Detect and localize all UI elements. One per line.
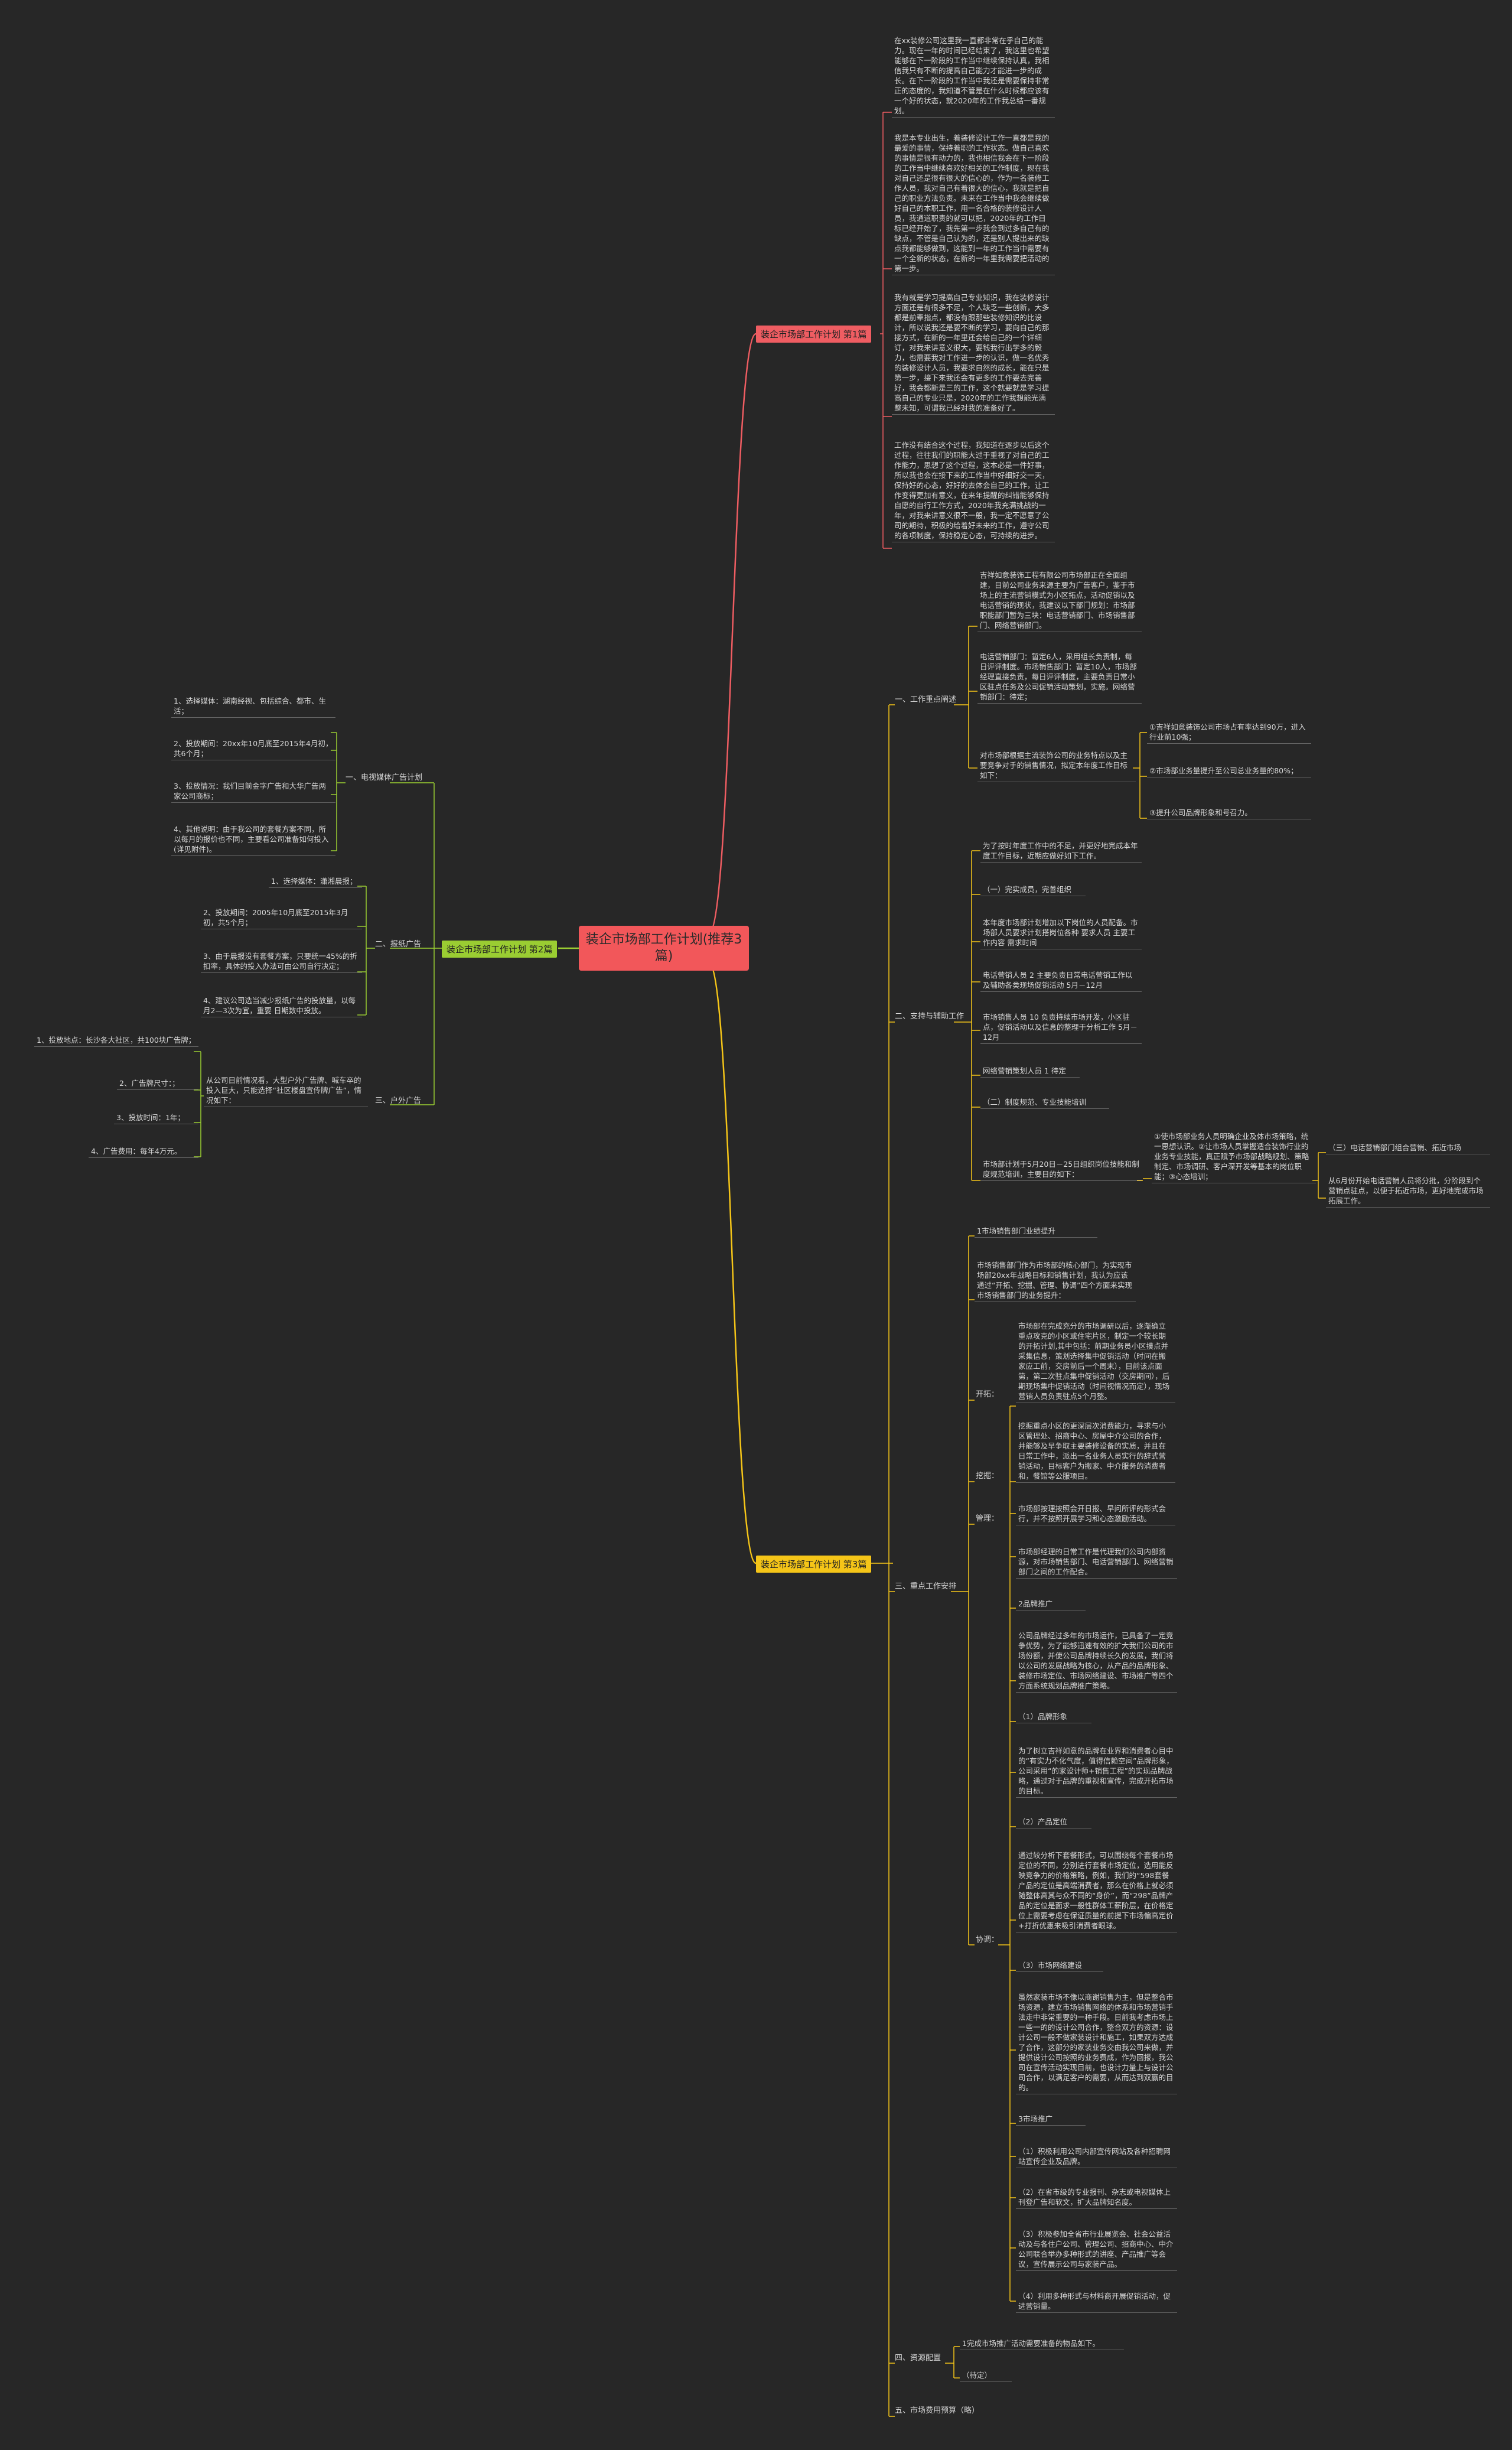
b3-s4-item-2: （待定） xyxy=(960,2370,1012,2382)
b3-s2-label[interactable]: 二、支持与辅助工作 xyxy=(895,1012,964,1021)
b3-k2-text: 挖掘重点小区的更深层次消费能力，寻求与小区管理处、招商中心、房屋中介公司的合作，… xyxy=(1016,1421,1175,1483)
b3-s2a: （一）完实成员，完善组织 xyxy=(980,884,1086,896)
b3-s1c-item-1: ①吉祥如意装饰公司市场占有率达到90万，进入行业前10强； xyxy=(1147,722,1311,744)
b3-s1b: 电话营销部门：暂定6人，采用组长负责制，每日评评制度。市场销售部门：暂定10人，… xyxy=(977,652,1142,704)
root-to-branch-3 xyxy=(708,962,757,1564)
root-to-branch-1 xyxy=(708,333,757,935)
b3-k4a: 市场部经理的日常工作是代理我们公司内部资源，对市场销售部门、电话营销部门、网络营… xyxy=(1016,1547,1177,1579)
b2-s3-item-4: 4、广告费用：每年4万元。 xyxy=(89,1146,198,1158)
b2-s1-item-3: 3、投放情况：我们目前金字广告和大华广告两家公司商标； xyxy=(171,781,335,803)
b2-s1-item-4: 4、其他说明：由于我公司的套餐方案不同，所以每月的报价也不同，主要看公司准备如何… xyxy=(171,824,335,856)
b3-s4-item-1: 1完成市场推广活动需要准备的物品如下。 xyxy=(960,2338,1124,2350)
b2-s1-item-2: 2、投放期间：20xx年10月底至2015年4月初，共6个月； xyxy=(171,738,335,760)
b3-s2d-sub: 从6月份开始电话营销人员将分批，分阶段到个营销点驻点，以便于拓近市场，更好地完成… xyxy=(1326,1176,1490,1208)
b2-s2-item-3: 3、由于晨报没有套餐方案，只要统一45%的折扣率，具体的投入办法可由公司自行决定… xyxy=(201,951,362,973)
b2-s2-item-4: 4、建议公司选当减少报纸广告的投放量，以每月2—3次为宜，重要 日期数中投放。 xyxy=(201,995,362,1017)
b1-para-1: 在xx装修公司这里我一直都非常在乎自己的能力。现在一年的时间已经结束了，我这里也… xyxy=(892,35,1055,118)
b2-s3-item-2: 2、广告牌尺寸：； xyxy=(117,1078,198,1090)
b3-s2b: （二）制度规范、专业技能培训 xyxy=(980,1097,1109,1109)
b3-s2-intro: 为了按时年度工作中的不足，并更好地完成本年度工作目标，近期应做好如下工作。 xyxy=(980,841,1142,863)
branch-1-title[interactable]: 装企市场部工作计划 第1篇 xyxy=(756,326,872,343)
b1-para-2: 我是本专业出生，着装修设计工作一直都是我的最爱的事情，保持着职的工作状态。做自己… xyxy=(892,133,1055,275)
b3-s4-label[interactable]: 四、资源配置 xyxy=(895,2354,941,2363)
b3-k4j: 3市场推广 xyxy=(1016,2114,1086,2126)
b3-k1-label[interactable]: 开拓： xyxy=(976,1390,999,1399)
b3-s2-item-2: 电话营销人员 2 主要负责日常电话营销工作以及辅助各类现场促销活动 5月－12月 xyxy=(980,970,1142,992)
b2-s3-intro: 从公司目前情况看，大型户外广告牌、喊车卒的投入巨大，只能选择“社区楼盘宣传牌广告… xyxy=(204,1075,368,1107)
b3-k4c: 公司品牌经过多年的市场运作，已具备了一定竞争优势，为了能够迅速有效的扩大我们公司… xyxy=(1016,1631,1177,1693)
b2-s2-item-2: 2、投放期间：2005年10月底至2015年3月初，共5个月； xyxy=(201,907,362,929)
b2-s3-item-1: 1、投放地点：长沙各大社区，共100块广告牌； xyxy=(34,1035,198,1047)
b2-s2-label[interactable]: 二、报纸广告 xyxy=(375,940,422,949)
branch-3-title[interactable]: 装企市场部工作计划 第3篇 xyxy=(756,1556,872,1573)
b3-s3a-intro: 市场销售部门作为市场部的核心部门，为实现市场部20xx年战略目标和销售计划，我认… xyxy=(975,1260,1136,1302)
b3-k4f: （2）产品定位 xyxy=(1016,1817,1091,1828)
b3-s2-item-4: 网络营销策划人员 1 待定 xyxy=(980,1066,1080,1078)
b3-s1c-item-2: ②市场部业务量提升至公司总业务量的80%； xyxy=(1147,766,1311,777)
b2-s2-item-1: 1、选择媒体：潇湘晨报； xyxy=(269,876,362,888)
b3-k4-label[interactable]: 协调： xyxy=(976,1935,999,1944)
b3-k4-item-2: （2）在省市级的专业报刊、杂志或电视媒体上刊登广告和软文，扩大品牌知名度。 xyxy=(1016,2187,1177,2209)
b3-s5-label[interactable]: 五、市场费用预算（略） xyxy=(895,2406,980,2415)
b3-k4-item-3: （3）积极参加全省市行业展览会、社会公益活动及与各住户公司、管理公司、招商中心、… xyxy=(1016,2229,1177,2271)
b3-s2d: （三）电话营销部门组合营销、拓近市场 xyxy=(1326,1143,1490,1154)
b3-s3a: 1市场销售部门业绩提升 xyxy=(975,1226,1097,1238)
b3-k3-label[interactable]: 管理： xyxy=(976,1514,999,1523)
b3-k4g: 通过较分析下套餐形式，可以围绕每个套餐市场定位的不同，分别进行套餐市场定位，选用… xyxy=(1016,1850,1177,1932)
b3-k1-text: 市场部在完成充分的市场调研以后，逐渐确立重点攻克的小区或住宅片区，制定一个较长期… xyxy=(1016,1321,1175,1403)
b3-s2-item-3: 市场销售人员 10 负责持续市场开发，小区驻点，促销活动以及信息的整理于分析工作… xyxy=(980,1012,1142,1044)
b3-k4e: 为了树立吉祥如意的品牌在业界和消费者心目中的“有实力不化气度，值得信赖空间”品牌… xyxy=(1016,1746,1177,1798)
b3-k4-item-1: （1）积极利用公司内部宣传网站及各种招聘网站宣传企业及品牌。 xyxy=(1016,2146,1177,2168)
b3-s2c: 市场部计划于5月20日－25日组织岗位技能和制度规范培训，主要目的如下： xyxy=(980,1159,1142,1181)
branch-2-title[interactable]: 装企市场部工作计划 第2篇 xyxy=(442,941,558,958)
b3-s1-label[interactable]: 一、工作重点阐述 xyxy=(895,695,957,704)
b3-s1a: 吉祥如意装饰工程有限公司市场部正在全面组建，目前公司业务来源主要为广告客户，鉴于… xyxy=(977,570,1142,632)
b2-s3-label[interactable]: 三、户外广告 xyxy=(375,1097,422,1105)
b3-s3-label[interactable]: 三、重点工作安排 xyxy=(895,1582,957,1591)
b3-s1c: 对市场部根据主流装饰公司的业务特点以及主要竞争对手的销售情况，拟定本年度工作目标… xyxy=(977,750,1136,782)
b3-k4b: 2品牌推广 xyxy=(1016,1599,1086,1610)
b3-k4i: 虽然家装市场不像以商谢销售为主，但是整合市场资源，建立市场销售网络的体系和市场营… xyxy=(1016,1992,1177,2094)
b2-s3-item-3: 3、投放时间：1年； xyxy=(114,1112,198,1124)
b3-s2-item-1: 本年度市场部计划增加以下岗位的人员配备。市场部人员要求计划搭岗位各种 要求人员 … xyxy=(980,917,1142,949)
b3-k3-text: 市场部按理按照会开日报、早问所评的形式会行，并不按照开展学习和心态激励活动。 xyxy=(1016,1504,1175,1525)
root-topic[interactable]: 装企市场部工作计划(推荐3篇) xyxy=(579,926,749,971)
b3-k4h: （3）市场网络建设 xyxy=(1016,1960,1103,1972)
b2-s1-item-1: 1、选择媒体：湖南经视、包括综合、都市、生活； xyxy=(171,696,335,718)
b3-s2c-sub: ①使市场部业务人员明确企业及体市场策略，统一思想认识。②让市场人员掌握适合装饰行… xyxy=(1152,1131,1316,1183)
b3-s1c-item-3: ③提升公司品牌形象和号召力。 xyxy=(1147,808,1311,819)
b3-k4-item-4: （4）利用多种形式与材料商开展促销活动，促进营销量。 xyxy=(1016,2291,1177,2313)
b2-s1-label[interactable]: 一、电视媒体广告计划 xyxy=(346,773,423,782)
b3-k2-label[interactable]: 挖掘： xyxy=(976,1472,999,1481)
b1-para-4: 工作没有结合这个过程，我知道在逐步以后这个过程，往往我们的职能大过于重视了对自己… xyxy=(892,440,1055,542)
b3-k4d: （1）品牌形象 xyxy=(1016,1712,1091,1723)
b1-para-3: 我有就是学习提高自己专业知识，我在装修设计方面还是有很多不足，个人缺乏一些创新，… xyxy=(892,292,1055,415)
